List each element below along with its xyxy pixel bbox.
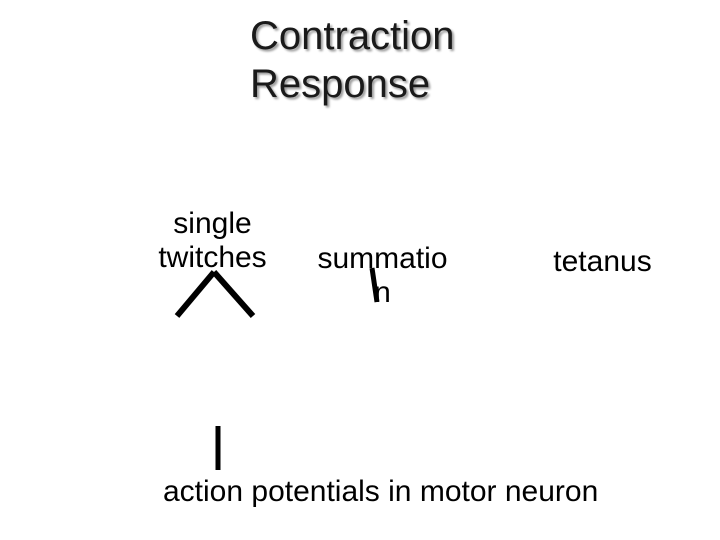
action-potentials-label: action potentials in motor neuron <box>163 475 599 508</box>
node-summation: summatio n <box>300 242 465 310</box>
single-twitches-line-1: single <box>173 207 252 240</box>
connector-single-twitches-right <box>211 270 256 318</box>
node-tetanus: tetanus <box>540 245 665 279</box>
node-action-potentials: action potentials in motor neuron <box>163 475 663 509</box>
node-single-twitches: single twitches <box>140 207 285 275</box>
title-line-1: Contraction <box>250 14 455 58</box>
single-twitches-line-2: twitches <box>158 241 267 274</box>
tetanus-label: tetanus <box>553 245 652 278</box>
page-title: Contraction Response <box>250 12 455 108</box>
connector-single-twitches-left <box>174 270 217 318</box>
summation-line-2: n <box>374 276 391 309</box>
summation-line-1: summatio <box>317 242 448 275</box>
title-line-2: Response <box>250 62 431 106</box>
